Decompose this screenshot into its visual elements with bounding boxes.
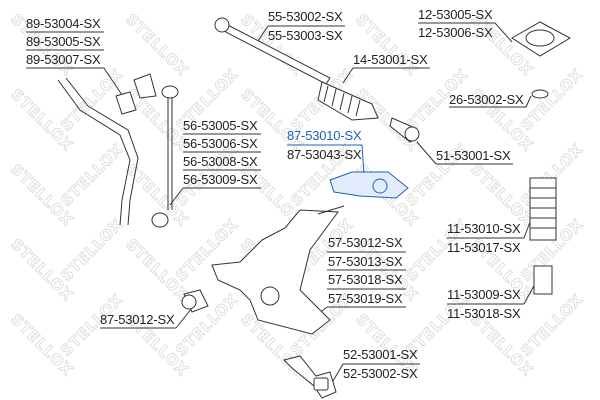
part-label[interactable]: 56-53009-SX — [183, 172, 258, 187]
part-label-highlighted[interactable]: 87-53010-SX — [287, 128, 362, 143]
bump-stop — [533, 265, 553, 295]
arm-bracket — [329, 171, 409, 199]
part-label[interactable]: 56-53005-SX — [183, 118, 258, 133]
part-label[interactable]: 51-53001-SX — [436, 148, 511, 163]
tie-rod-end-ball — [404, 126, 420, 142]
leader-lines — [26, 22, 537, 387]
part-label[interactable]: 26-53002-SX — [449, 92, 524, 107]
part-label[interactable]: 57-53012-SX — [328, 235, 403, 250]
link-top-joint — [161, 85, 179, 99]
arm-shaft — [317, 205, 345, 215]
ball-joint-stud — [313, 377, 329, 391]
part-label[interactable]: 57-53019-SX — [328, 291, 403, 306]
part-label[interactable]: 89-53007-SX — [26, 52, 101, 67]
part-label[interactable]: 56-53006-SX — [183, 136, 258, 151]
part-label[interactable]: 87-53043-SX — [287, 147, 362, 162]
dust-boot-ribs — [530, 187, 556, 229]
arm-bracket-bushing — [372, 178, 388, 194]
strut-bearing — [531, 89, 549, 99]
part-label[interactable]: 55-53002-SX — [268, 9, 343, 24]
control-arm — [211, 209, 339, 335]
part-label[interactable]: 11-53018-SX — [447, 306, 521, 321]
stabilizer-link-rod — [167, 98, 173, 210]
part-label[interactable]: 11-53010-SX — [447, 221, 521, 236]
part-label[interactable]: 11-53017-SX — [447, 240, 521, 255]
stabilizer-bar — [57, 77, 139, 226]
link-bottom-joint — [151, 212, 169, 228]
watermark-text: STELLOX — [352, 10, 422, 80]
part-label[interactable]: 52-53002-SX — [343, 366, 418, 381]
part-label[interactable]: 11-53009-SX — [447, 287, 521, 302]
parts — [57, 17, 572, 399]
bushing-bracket — [133, 73, 157, 99]
part-label[interactable]: 89-53004-SX — [26, 16, 101, 31]
underline-56 — [183, 133, 261, 189]
part-label[interactable]: 12-53005-SX — [418, 7, 493, 22]
part-label[interactable]: 12-53006-SX — [418, 25, 493, 40]
part-label[interactable]: 56-53008-SX — [183, 154, 258, 169]
part-label[interactable]: 57-53018-SX — [328, 272, 403, 287]
underline-89 — [26, 31, 104, 69]
steering-boot — [317, 81, 379, 121]
part-label[interactable]: 87-53012-SX — [100, 312, 175, 327]
tie-rod-ball — [214, 17, 230, 33]
part-label[interactable]: 52-53001-SX — [343, 347, 418, 362]
arm-bushing-end — [181, 294, 197, 310]
boot-ribs — [323, 85, 361, 117]
underline-57 — [327, 251, 406, 308]
strut-mount-center — [525, 29, 555, 47]
part-label[interactable]: 89-53005-SX — [26, 34, 101, 49]
stabilizer-bushing — [115, 91, 137, 115]
control-arm-hole — [260, 286, 280, 306]
watermark-text: STELLOX — [122, 10, 192, 80]
leader-87-53010 — [287, 144, 365, 176]
dust-boot — [529, 177, 557, 241]
part-label[interactable]: 14-53001-SX — [353, 52, 428, 67]
part-label[interactable]: 55-53003-SX — [268, 28, 343, 43]
part-label[interactable]: 57-53013-SX — [328, 254, 403, 269]
